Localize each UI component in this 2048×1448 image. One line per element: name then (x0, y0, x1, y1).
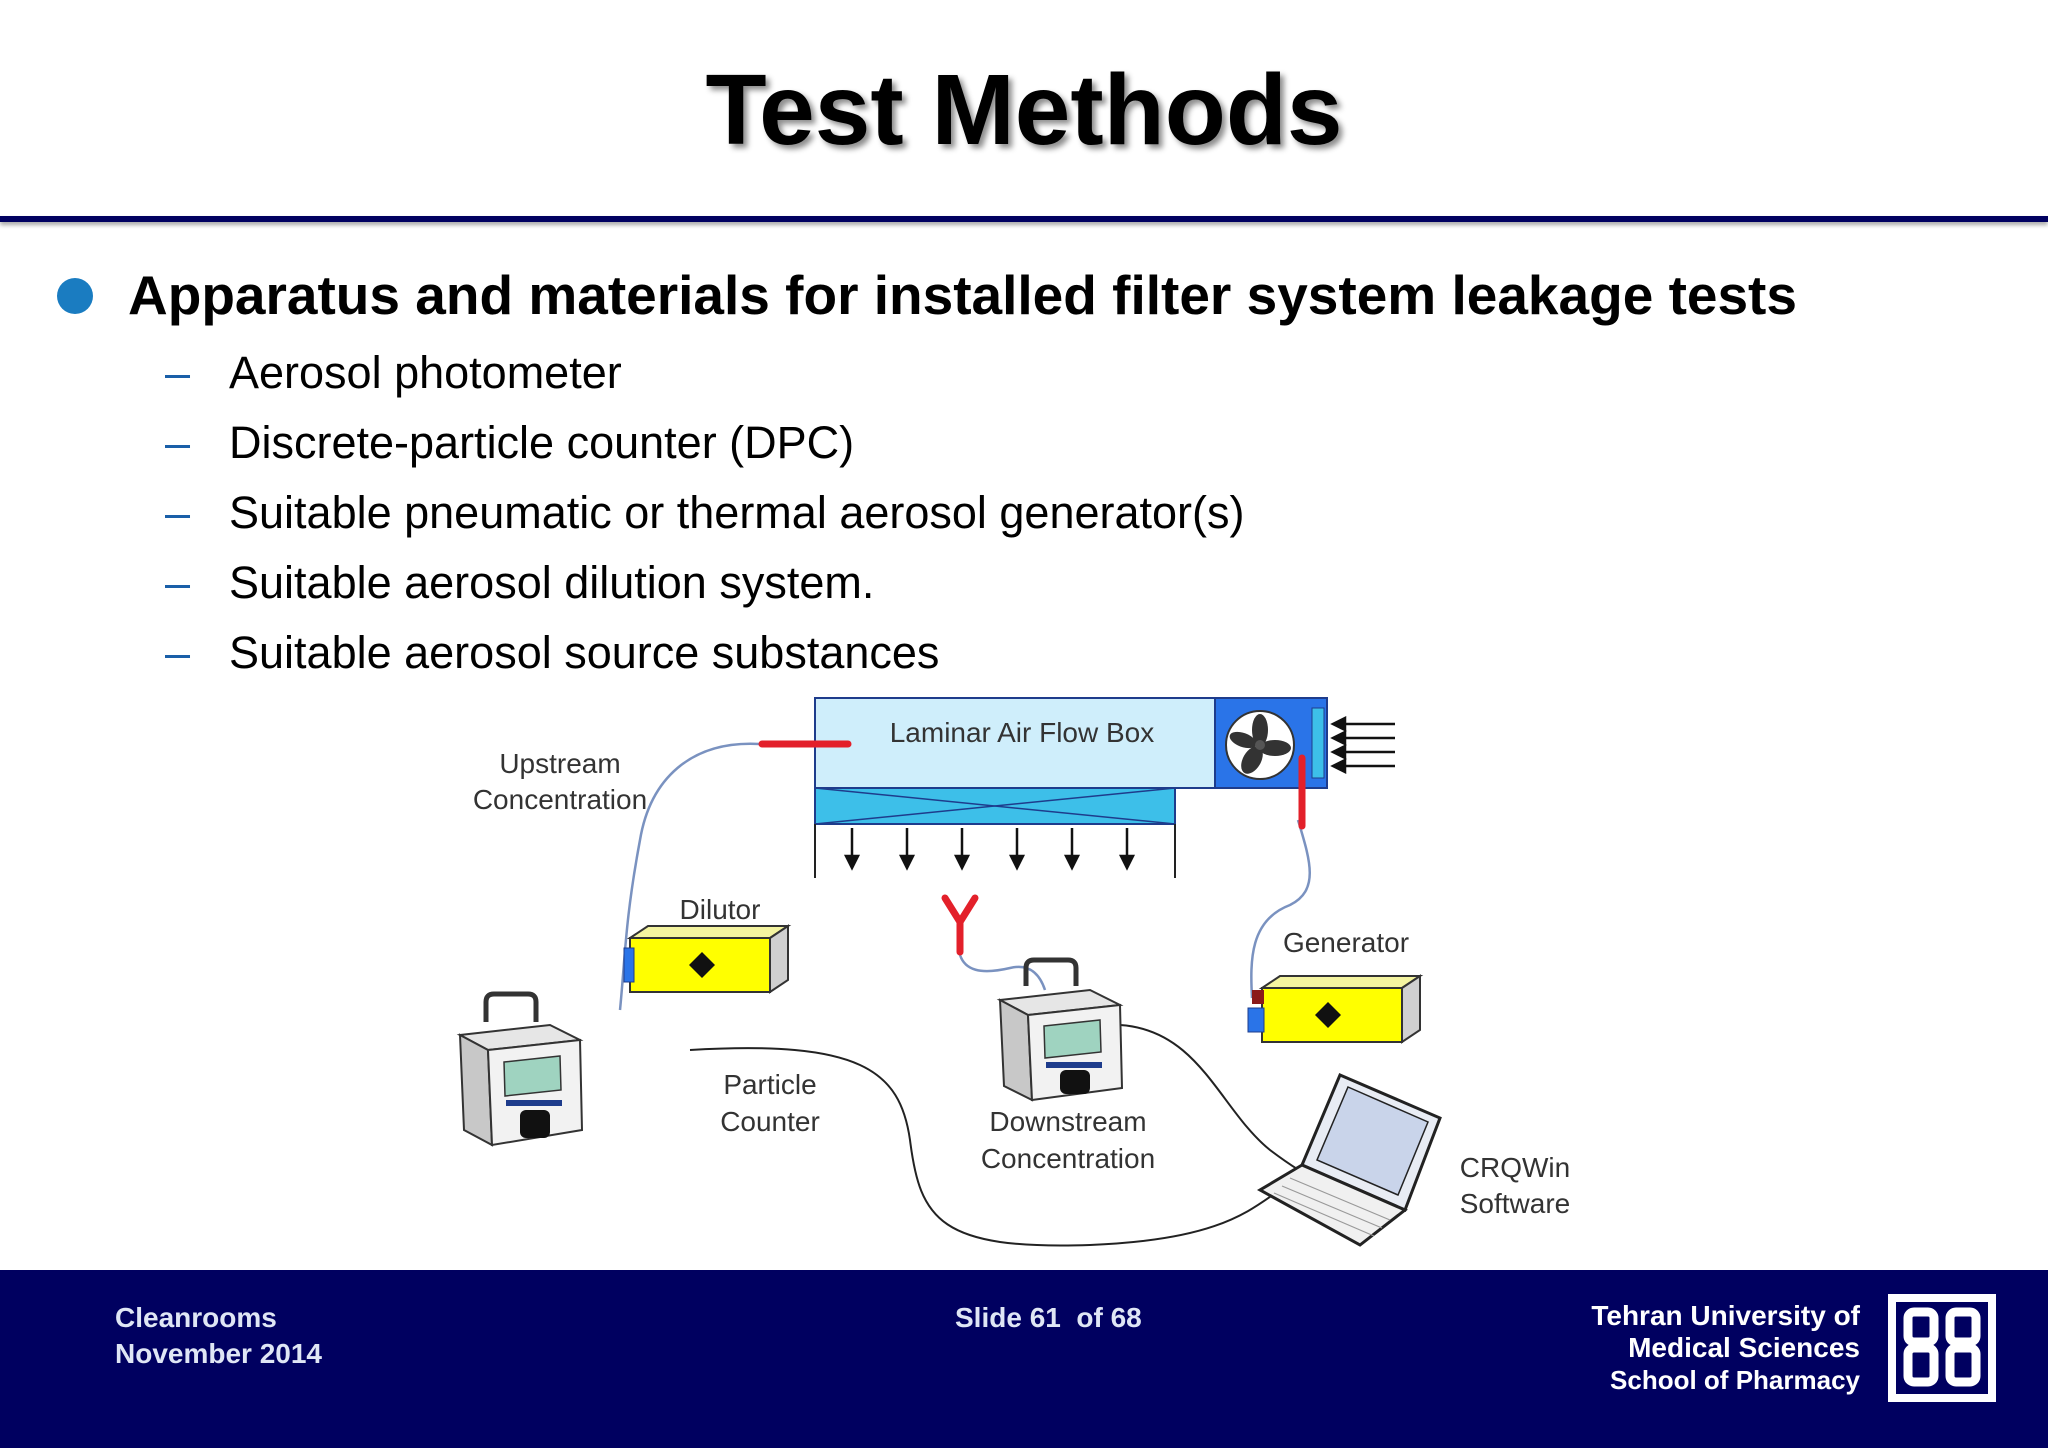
dash-icon: – (165, 347, 191, 398)
sub-item-text: Suitable pneumatic or thermal aerosol ge… (229, 487, 1245, 538)
bullet-dot-icon (57, 278, 93, 314)
sub-item-text: Suitable aerosol source substances (229, 627, 940, 678)
sub-item: –Suitable aerosol source substances (165, 625, 939, 681)
generator-label: Generator (1283, 927, 1409, 958)
title-divider (0, 216, 2048, 222)
upstream-label-2: Concentration (473, 784, 647, 815)
university-line-2: Medical Sciences (1628, 1332, 1860, 1363)
sub-item: –Discrete-particle counter (DPC) (165, 415, 854, 471)
dash-icon: – (165, 557, 191, 608)
university-line-1: Tehran University of (1591, 1300, 1860, 1331)
sub-item-text: Discrete-particle counter (DPC) (229, 417, 855, 468)
footer-left: Cleanrooms November 2014 (115, 1300, 322, 1372)
dash-icon: – (165, 417, 191, 468)
generator-device-icon (1247, 974, 1424, 1044)
laptop-icon (1256, 1073, 1442, 1247)
particle-counter-label-1: Particle (723, 1069, 816, 1100)
leak-test-diagram: Laminar Air Flow Box Dilutor Generator (456, 697, 1571, 1247)
footer-right: Tehran University of Medical Sciences Sc… (1591, 1300, 1860, 1396)
school-name: School of Pharmacy (1610, 1365, 1860, 1395)
course-name: Cleanrooms (115, 1302, 277, 1333)
dash-icon: – (165, 487, 191, 538)
crqwin-label-2: Software (1460, 1188, 1571, 1219)
prefilter (1311, 707, 1325, 779)
slide-title: Test Methods (705, 54, 1343, 166)
main-bullet: Apparatus and materials for installed fi… (128, 264, 1797, 326)
downstream-probe (941, 894, 979, 956)
downstream-tube (958, 954, 1047, 991)
fan-blades-icon (1229, 714, 1291, 774)
downstream-label-1: Downstream (989, 1106, 1146, 1137)
sub-item-text: Suitable aerosol dilution system. (229, 557, 875, 608)
generator-tube (1250, 819, 1311, 999)
course-date: November 2014 (115, 1338, 323, 1369)
university-logo-icon (1888, 1294, 1996, 1402)
downflow-arrows-icon (843, 828, 1136, 871)
sub-item: –Aerosol photometer (165, 345, 622, 401)
airflow-arrows-icon (1330, 715, 1395, 775)
footer-bar: Cleanrooms November 2014 Slide 61 of 68 … (0, 1270, 2048, 1448)
dilutor-device-icon (623, 924, 792, 994)
sub-item: –Suitable aerosol dilution system. (165, 555, 874, 611)
laminar-box-label: Laminar Air Flow Box (890, 717, 1155, 748)
particle-counter-icon (456, 991, 584, 1147)
particle-counter-label-2: Counter (720, 1106, 820, 1137)
downstream-label-2: Concentration (981, 1143, 1155, 1174)
sub-item-text: Aerosol photometer (229, 347, 622, 398)
slide-number: Slide 61 of 68 (955, 1302, 1142, 1333)
dilutor-label: Dilutor (680, 894, 761, 925)
upstream-label-1: Upstream (499, 748, 620, 779)
laminar-box (814, 697, 1216, 789)
sub-item: –Suitable pneumatic or thermal aerosol g… (165, 485, 1245, 541)
dash-icon: – (165, 627, 191, 678)
crqwin-label-1: CRQWin (1460, 1152, 1570, 1183)
counter-cable (689, 1047, 1281, 1247)
downstream-counter-icon (996, 957, 1124, 1102)
